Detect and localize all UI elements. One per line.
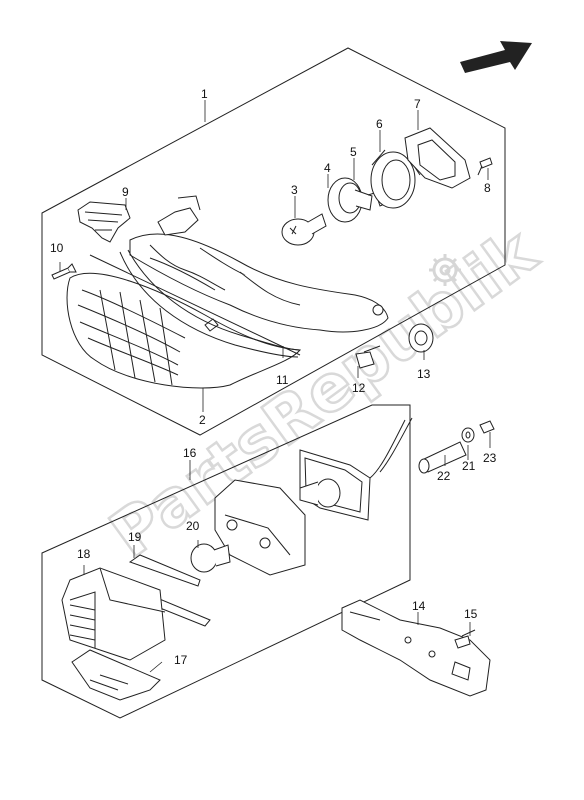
callout-20: 20 — [186, 519, 200, 533]
reflector-9 — [77, 201, 131, 243]
assembly-box-upper — [41, 47, 506, 436]
arrow-icon — [460, 41, 532, 73]
callout-11: 11 — [276, 373, 289, 387]
nut-23 — [479, 420, 495, 434]
license-lamp-housing — [299, 417, 413, 521]
callout-12: 12 — [352, 381, 366, 395]
callout-22: 22 — [437, 469, 451, 483]
callout-1: 1 — [201, 87, 208, 101]
lens-18 — [61, 567, 166, 661]
callout-5: 5 — [350, 145, 357, 159]
socket-4 — [327, 177, 373, 223]
callout-13: 13 — [417, 367, 431, 381]
bolt-15 — [454, 629, 476, 649]
bulb-20 — [190, 543, 231, 573]
callout-7: 7 — [414, 97, 421, 111]
callout-17: 17 — [174, 653, 188, 667]
gasket-17 — [71, 649, 161, 701]
gasket-7 — [404, 127, 471, 189]
leader-lines — [59, 100, 491, 673]
callout-15: 15 — [464, 607, 478, 621]
callout-18: 18 — [77, 547, 91, 561]
callout-2: 2 — [199, 413, 206, 427]
tail-lamp-lens — [66, 272, 302, 389]
screw-10 — [51, 263, 77, 280]
callout-10: 10 — [50, 241, 64, 255]
grommet-13 — [408, 323, 434, 353]
nut-12 — [355, 345, 381, 369]
lamp-housing — [129, 195, 389, 333]
callout-14: 14 — [412, 599, 426, 613]
bulb-3 — [281, 213, 327, 246]
screw-8 — [477, 157, 493, 176]
washer-21 — [461, 427, 475, 443]
ring-6 — [370, 149, 421, 209]
callout-16: 16 — [183, 446, 197, 460]
bracket-14 — [341, 599, 491, 697]
callout-3: 3 — [291, 183, 298, 197]
assembly-box-lower — [41, 404, 411, 719]
collar-22 — [418, 441, 467, 474]
license-lamp-body — [214, 479, 306, 576]
callout-21: 21 — [462, 459, 476, 473]
gear-icon — [429, 254, 461, 286]
callout-4: 4 — [324, 161, 331, 175]
callout-19: 19 — [128, 530, 142, 544]
callout-labels: 1 2 3 4 5 6 7 8 9 10 11 12 13 14 15 16 1… — [50, 87, 497, 667]
callout-9: 9 — [122, 185, 129, 199]
callout-23: 23 — [483, 451, 497, 465]
callout-6: 6 — [376, 117, 383, 131]
callout-8: 8 — [484, 181, 491, 195]
